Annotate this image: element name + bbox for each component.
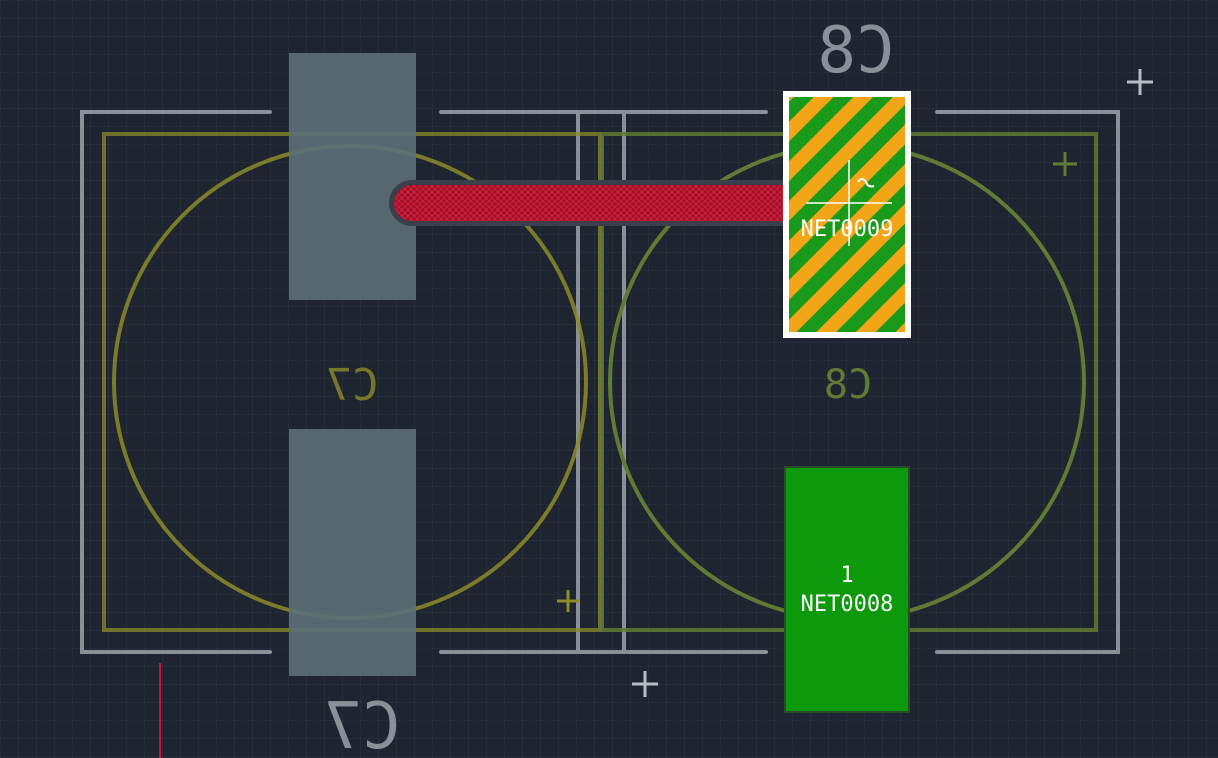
c7-anchor-cross	[557, 590, 579, 612]
c8-pad-1[interactable]: 1 NET0008	[784, 466, 910, 713]
c7-pad-top[interactable]	[289, 53, 416, 300]
c7-silk-reference: C7	[323, 690, 400, 758]
c8-pad-2-selected[interactable]: NET0009	[783, 91, 911, 338]
c8-silk-reference: C8	[817, 14, 894, 88]
grid-anchor-icon	[632, 671, 658, 697]
c7-fab-reference: C7	[326, 360, 379, 411]
c8-fab-reference: C8	[824, 362, 872, 408]
crosshair-cursor-icon	[806, 160, 892, 246]
c8-pad-1-number: 1	[840, 563, 853, 588]
c8-pad-1-net: NET0008	[801, 592, 894, 617]
footprint-c7[interactable]: C7 C7	[80, 53, 602, 758]
footprint-c8[interactable]: C8 1 NET0008 C8	[576, 14, 1120, 713]
origin-anchor-icon	[1127, 69, 1153, 95]
c8-anchor-cross	[1053, 152, 1077, 176]
c7-pad-bottom[interactable]	[289, 429, 416, 676]
c8-pad-2-net: NET0009	[801, 217, 894, 242]
